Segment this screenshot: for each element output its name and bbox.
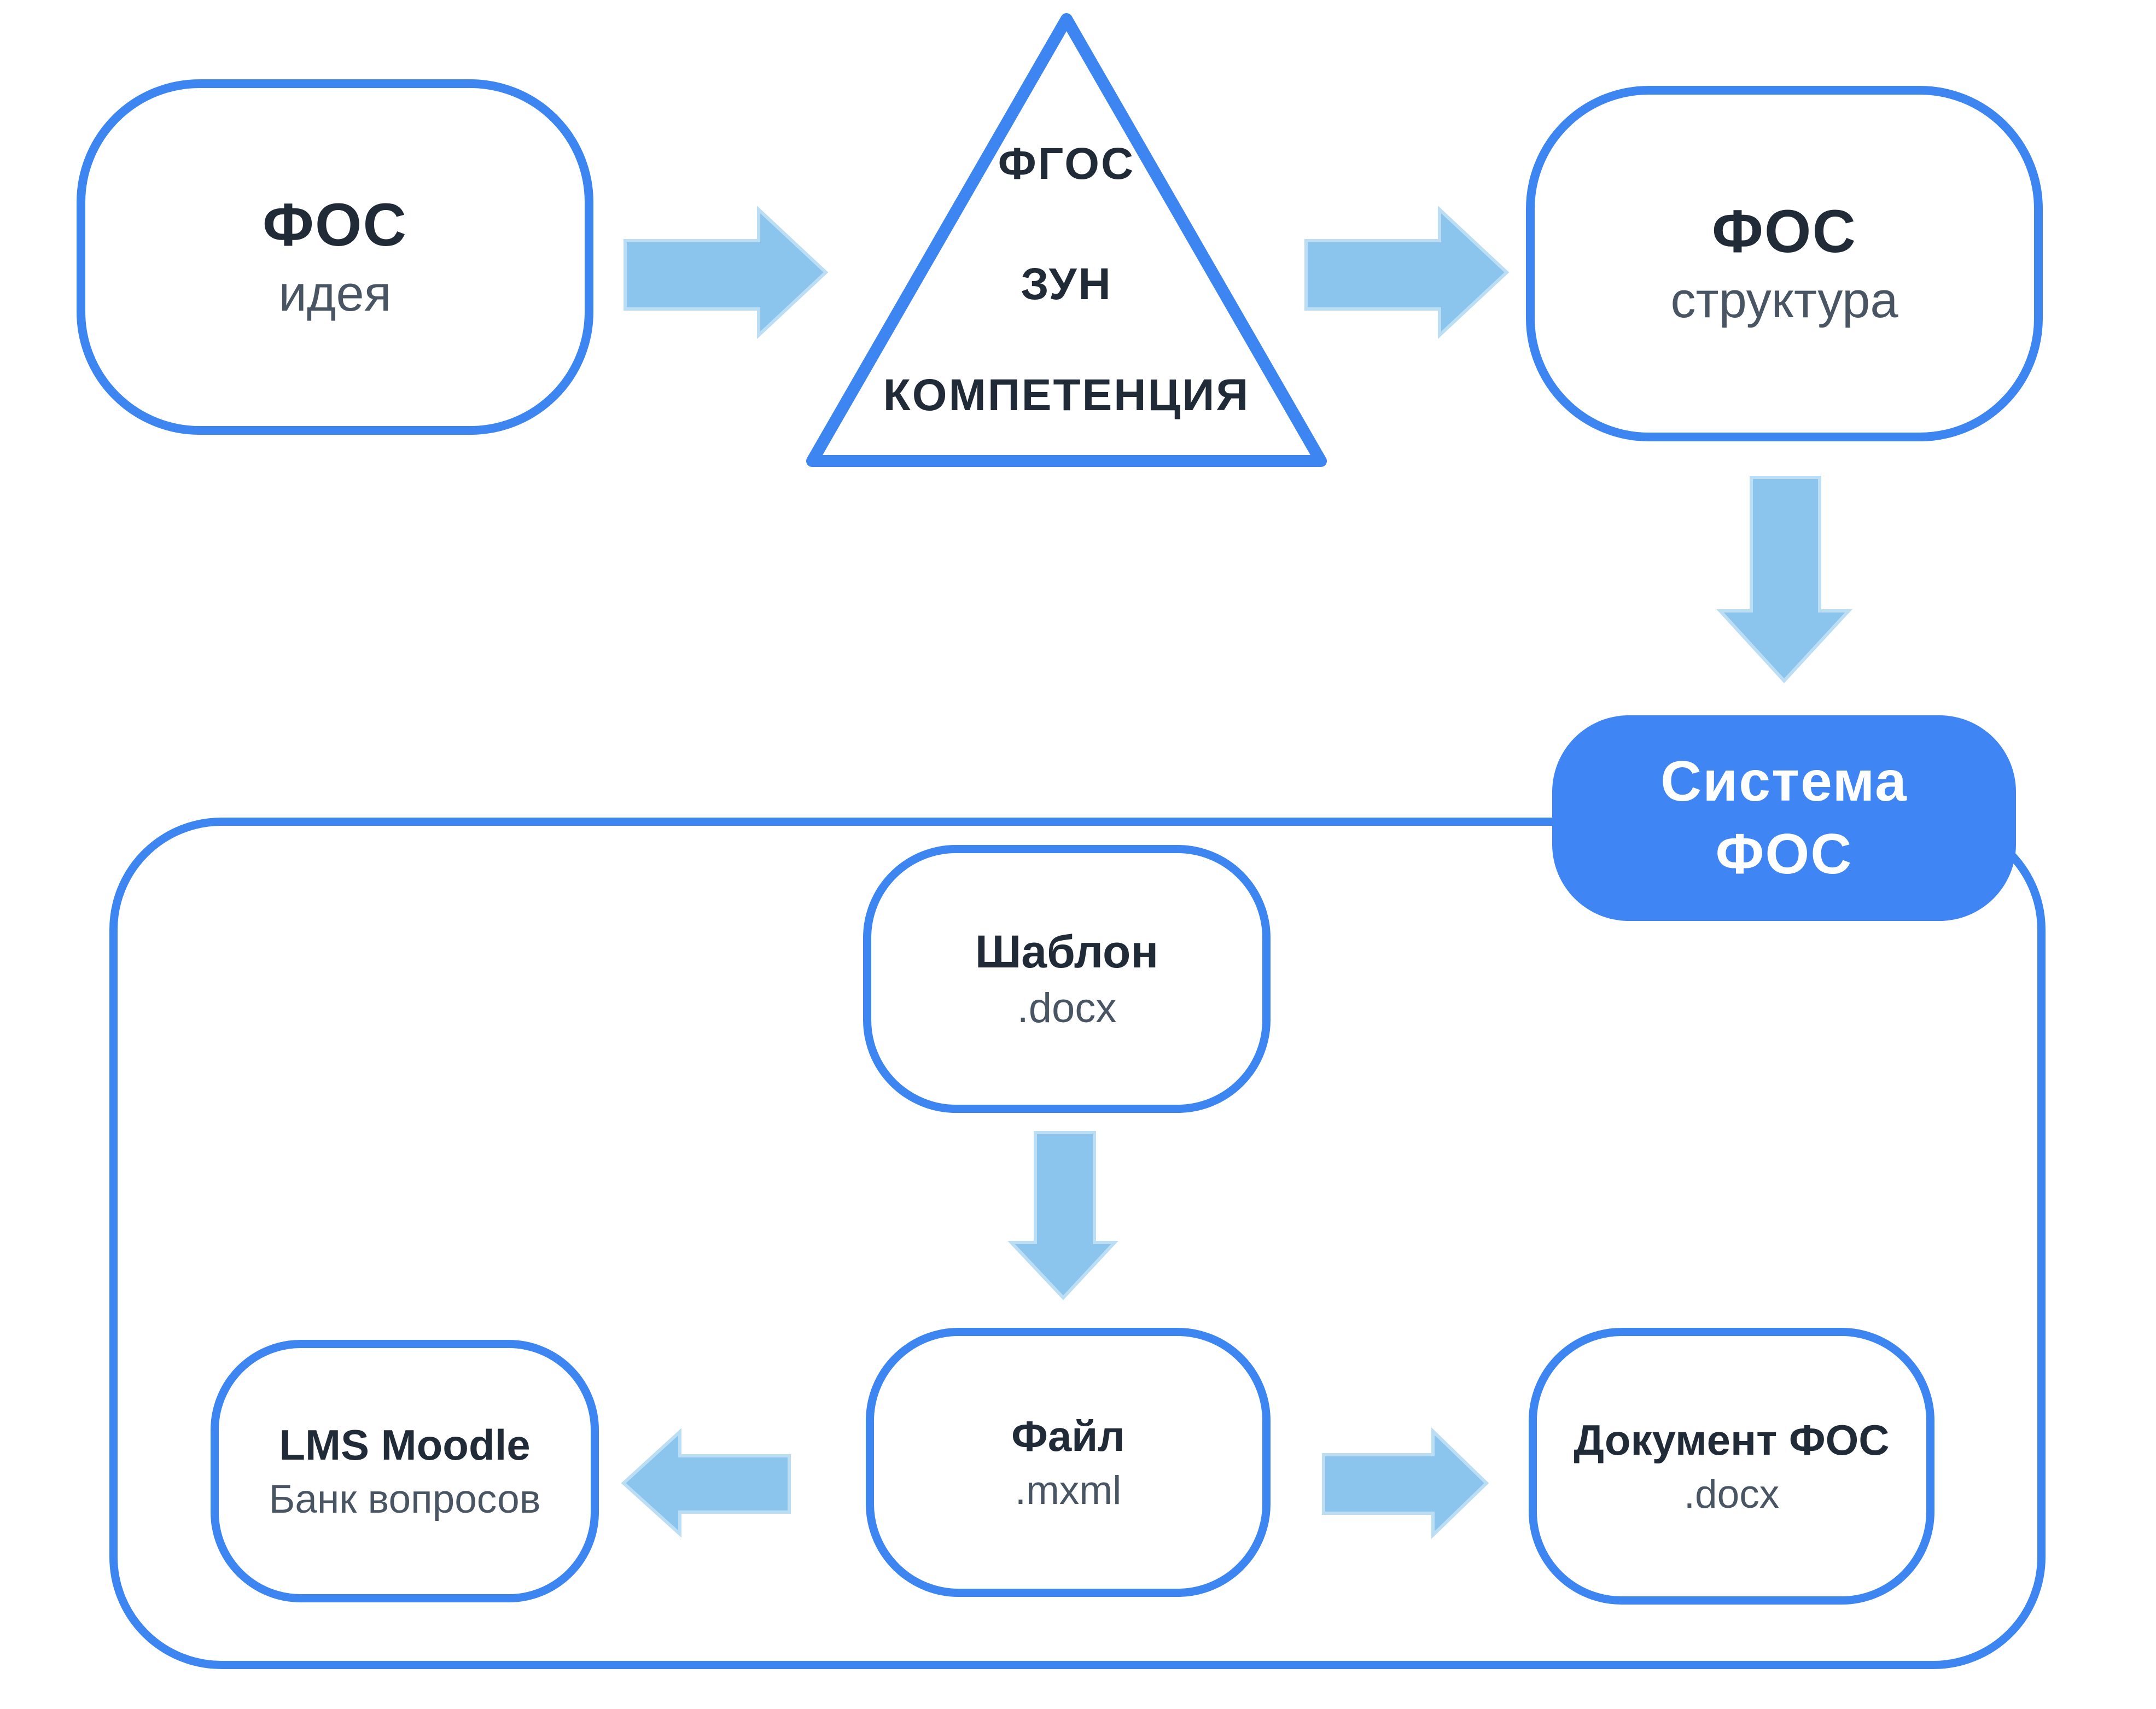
node-shablon: Шаблон .docx [863, 845, 1271, 1113]
node-subtitle: идея [278, 266, 392, 322]
node-title-line2: ФОС [1715, 823, 1853, 886]
node-fayl: Файл .mxml [866, 1328, 1271, 1597]
node-title: Документ ФОС [1574, 1415, 1890, 1464]
node-fos-structure: ФОС структура [1526, 86, 2043, 441]
node-lms-moodle: LMS Moodle Банк вопросов [211, 1340, 599, 1602]
pyramid-level-kompetencia: КОМПЕТЕНЦИЯ [883, 370, 1250, 420]
arrow-pyramid-to-structure-icon [1304, 206, 1510, 339]
arrow-fayl-to-lms-icon [621, 1428, 791, 1538]
pyramid-triangle [806, 13, 1327, 467]
node-title: LMS Moodle [279, 1420, 531, 1469]
node-sistema-fos: Система ФОС [1552, 715, 2016, 921]
node-dokument-fos: Документ ФОС .docx [1529, 1328, 1934, 1605]
arrow-structure-to-sistema-icon [1716, 476, 1852, 684]
arrow-fayl-to-dokument-icon [1322, 1427, 1489, 1539]
node-title-line1: Система [1660, 749, 1908, 813]
node-subtitle: Банк вопросов [269, 1477, 541, 1521]
arrow-idea-to-pyramid-icon [624, 206, 829, 339]
pyramid-level-zun: ЗУН [1021, 259, 1112, 309]
node-subtitle: .mxml [1015, 1468, 1122, 1513]
node-title: Шаблон [975, 926, 1159, 977]
node-title: Файл [1011, 1411, 1125, 1460]
node-title: ФОС [263, 191, 407, 259]
node-fos-idea: ФОС идея [77, 79, 593, 435]
node-title: ФОС [1712, 198, 1857, 265]
node-subtitle: .docx [1017, 985, 1117, 1031]
node-subtitle: структура [1670, 272, 1898, 328]
node-subtitle: .docx [1683, 1472, 1780, 1516]
arrow-shablon-to-fayl-icon [1007, 1131, 1118, 1300]
pyramid-level-fgos: ФГОС [998, 139, 1135, 189]
